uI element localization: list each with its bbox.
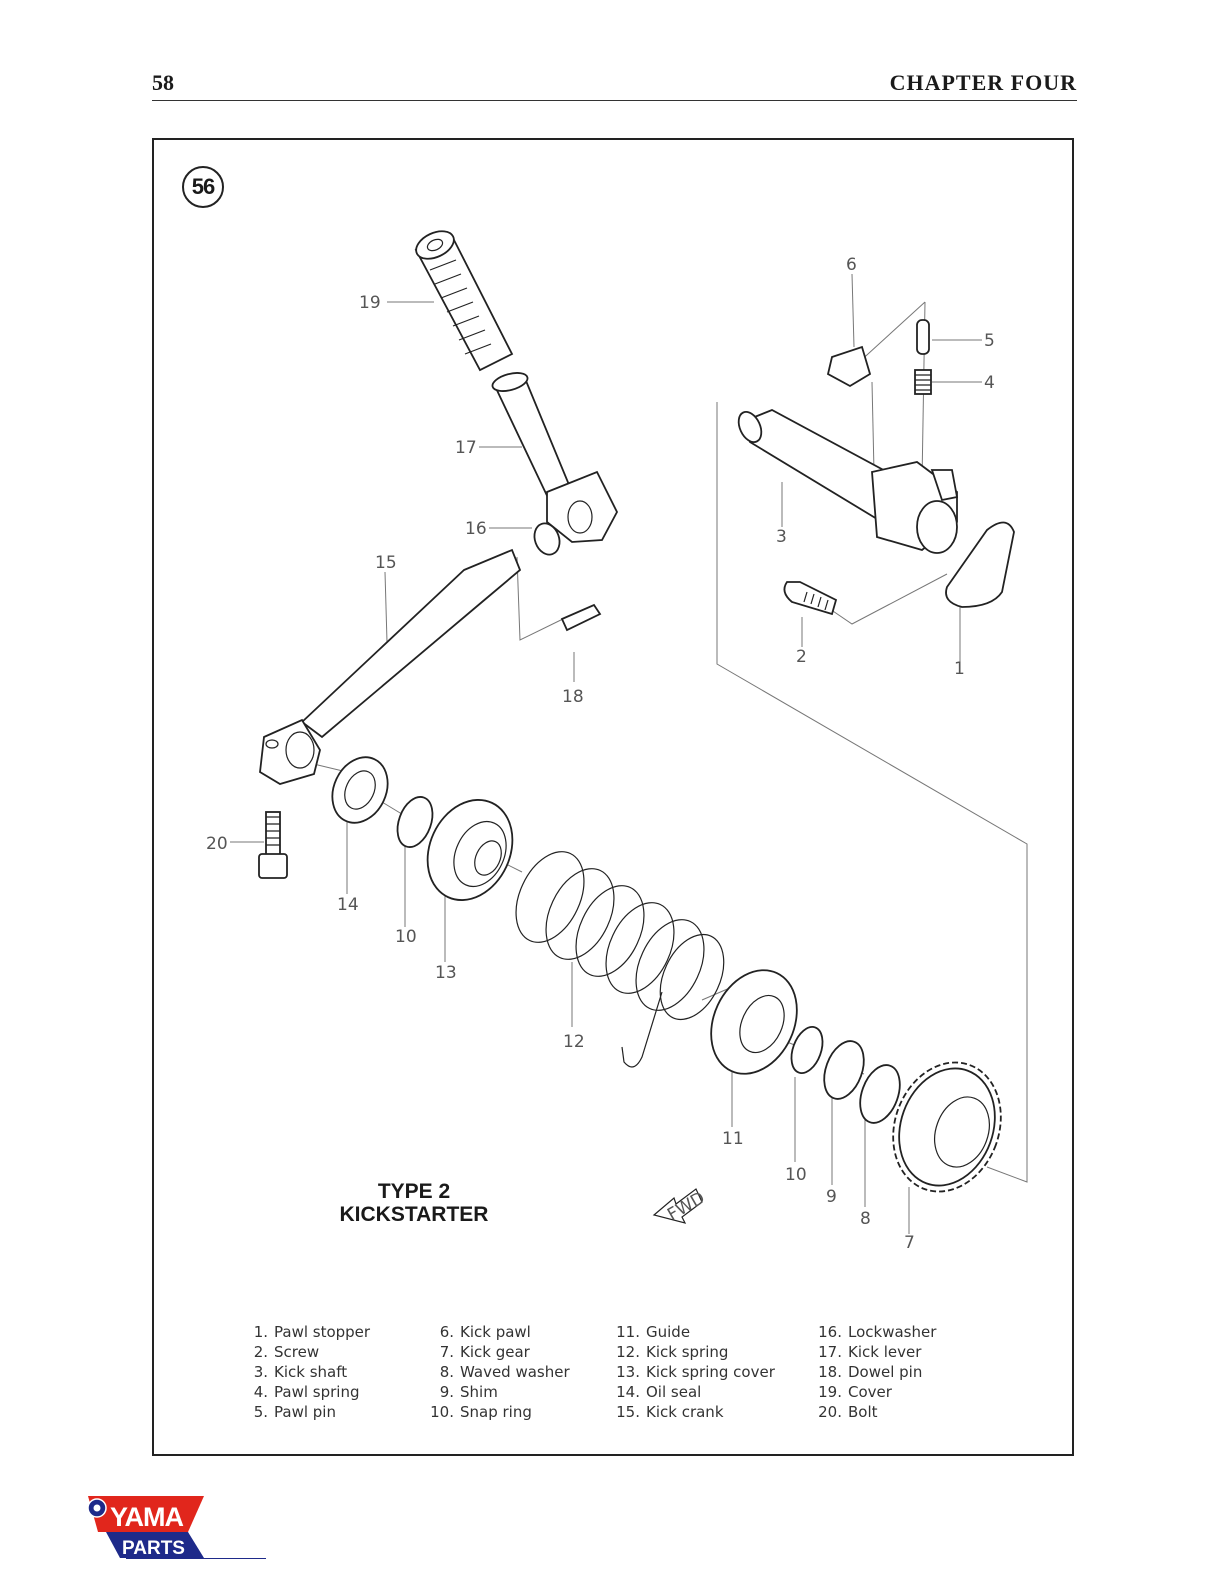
callout-3: 3	[776, 527, 787, 547]
exploded-diagram: FWD 1 2 3 4 5 6 7 8 9 10 10 11 12 13 14 …	[206, 230, 1028, 1253]
callout-16: 16	[465, 519, 487, 539]
legend-item: 13.Kick spring cover	[616, 1363, 775, 1381]
callout-13: 13	[435, 963, 457, 983]
callout-10b: 10	[785, 1165, 807, 1185]
part-6-kick-pawl	[826, 345, 872, 388]
part-5-pawl-pin	[916, 319, 930, 355]
legend-item: 5.Pawl pin	[253, 1403, 336, 1421]
legend-item: 9.Shim	[439, 1383, 498, 1401]
legend-item: 16.Lockwasher	[818, 1323, 937, 1341]
part-4-pawl-spring	[914, 369, 932, 395]
type-line-1: TYPE 2	[377, 1180, 451, 1203]
part-15-kick-crank	[259, 548, 522, 785]
part-10-snap-ring	[396, 796, 434, 848]
callout-18: 18	[562, 687, 584, 707]
legend-item: 10.Snap ring	[430, 1403, 532, 1421]
callout-5: 5	[984, 331, 995, 351]
part-11-guide	[710, 969, 798, 1075]
legend-column-2: 6.Kick pawl 7.Kick gear 8.Waved washer 9…	[430, 1322, 570, 1422]
legend-item: 4.Pawl spring	[253, 1383, 360, 1401]
yamaparts-logo: YAMA PARTS	[87, 1496, 204, 1558]
logo-top-text: YAMA	[110, 1502, 184, 1532]
legend-column-1: 1.Pawl stopper 2.Screw 3.Kick shaft 4.Pa…	[244, 1322, 370, 1422]
legend-item: 3.Kick shaft	[253, 1363, 348, 1381]
legend-item: 6.Kick pawl	[439, 1323, 531, 1341]
part-9-shim	[823, 1040, 865, 1100]
callout-20: 20	[206, 834, 228, 854]
part-1-pawl-stopper	[945, 521, 1015, 608]
callout-2: 2	[796, 647, 807, 667]
figure-box: 56	[152, 138, 1074, 1456]
legend-item: 17.Kick lever	[818, 1343, 922, 1361]
callout-10a: 10	[395, 927, 417, 947]
page-number: 58	[152, 70, 174, 95]
legend-item: 18.Dowel pin	[818, 1363, 923, 1381]
callout-8: 8	[860, 1209, 871, 1229]
part-12-kick-spring	[515, 851, 725, 1068]
type-line-2: KICKSTARTER	[339, 1203, 489, 1226]
legend-column-4: 16.Lockwasher 17.Kick lever 18.Dowel pin…	[818, 1322, 936, 1422]
legend-item: 14.Oil seal	[616, 1383, 702, 1401]
legend-item: 20.Bolt	[818, 1403, 878, 1421]
legend-column-3: 11.Guide 12.Kick spring 13.Kick spring c…	[616, 1322, 775, 1422]
part-3-kick-shaft	[737, 409, 959, 554]
legend-item: 2.Screw	[253, 1343, 320, 1361]
part-2-screw	[783, 581, 838, 616]
legend-item: 11.Guide	[616, 1323, 691, 1341]
callout-7: 7	[904, 1233, 915, 1253]
part-20-bolt	[258, 811, 288, 879]
callout-labels: 1 2 3 4 5 6 7 8 9 10 10 11 12 13 14 15 1…	[206, 255, 995, 1253]
callout-17: 17	[455, 438, 477, 458]
part-14-oil-seal	[331, 756, 389, 824]
callout-19: 19	[359, 293, 381, 313]
fwd-label: FWD	[664, 1188, 708, 1225]
logo-underline	[126, 1558, 266, 1559]
callout-15: 15	[375, 553, 397, 573]
fwd-arrow-icon	[652, 1188, 703, 1224]
callout-12: 12	[563, 1032, 585, 1052]
part-17-kick-lever	[491, 372, 619, 543]
legend-item: 8.Waved washer	[439, 1363, 570, 1381]
figure-number: 56	[182, 166, 224, 208]
callout-9: 9	[826, 1187, 837, 1207]
chapter-title: CHAPTER FOUR	[889, 70, 1077, 95]
legend-item: 12.Kick spring	[616, 1343, 729, 1361]
legend-item: 19.Cover	[818, 1383, 892, 1401]
part-18-dowel-pin	[560, 603, 602, 632]
part-10-snap-ring-2	[790, 1026, 824, 1074]
legend-item: 1.Pawl stopper	[253, 1323, 371, 1341]
figure-type-title: TYPE 2 KICKSTARTER	[304, 1180, 524, 1226]
part-13-kick-spring-cover	[426, 799, 514, 901]
logo-bottom-text: PARTS	[122, 1538, 185, 1558]
callout-14: 14	[337, 895, 359, 915]
callout-11: 11	[722, 1129, 744, 1149]
part-8-waved-washer	[859, 1064, 901, 1124]
callout-1: 1	[954, 659, 965, 679]
part-19-cover	[414, 230, 514, 372]
legend-item: 15.Kick crank	[616, 1403, 724, 1421]
part-16-lockwasher	[533, 522, 561, 556]
page-header: 58 CHAPTER FOUR	[152, 68, 1077, 101]
part-7-kick-gear	[892, 1061, 1002, 1193]
callout-6: 6	[846, 255, 857, 275]
legend-item: 7.Kick gear	[439, 1343, 530, 1361]
callout-4: 4	[984, 373, 995, 393]
